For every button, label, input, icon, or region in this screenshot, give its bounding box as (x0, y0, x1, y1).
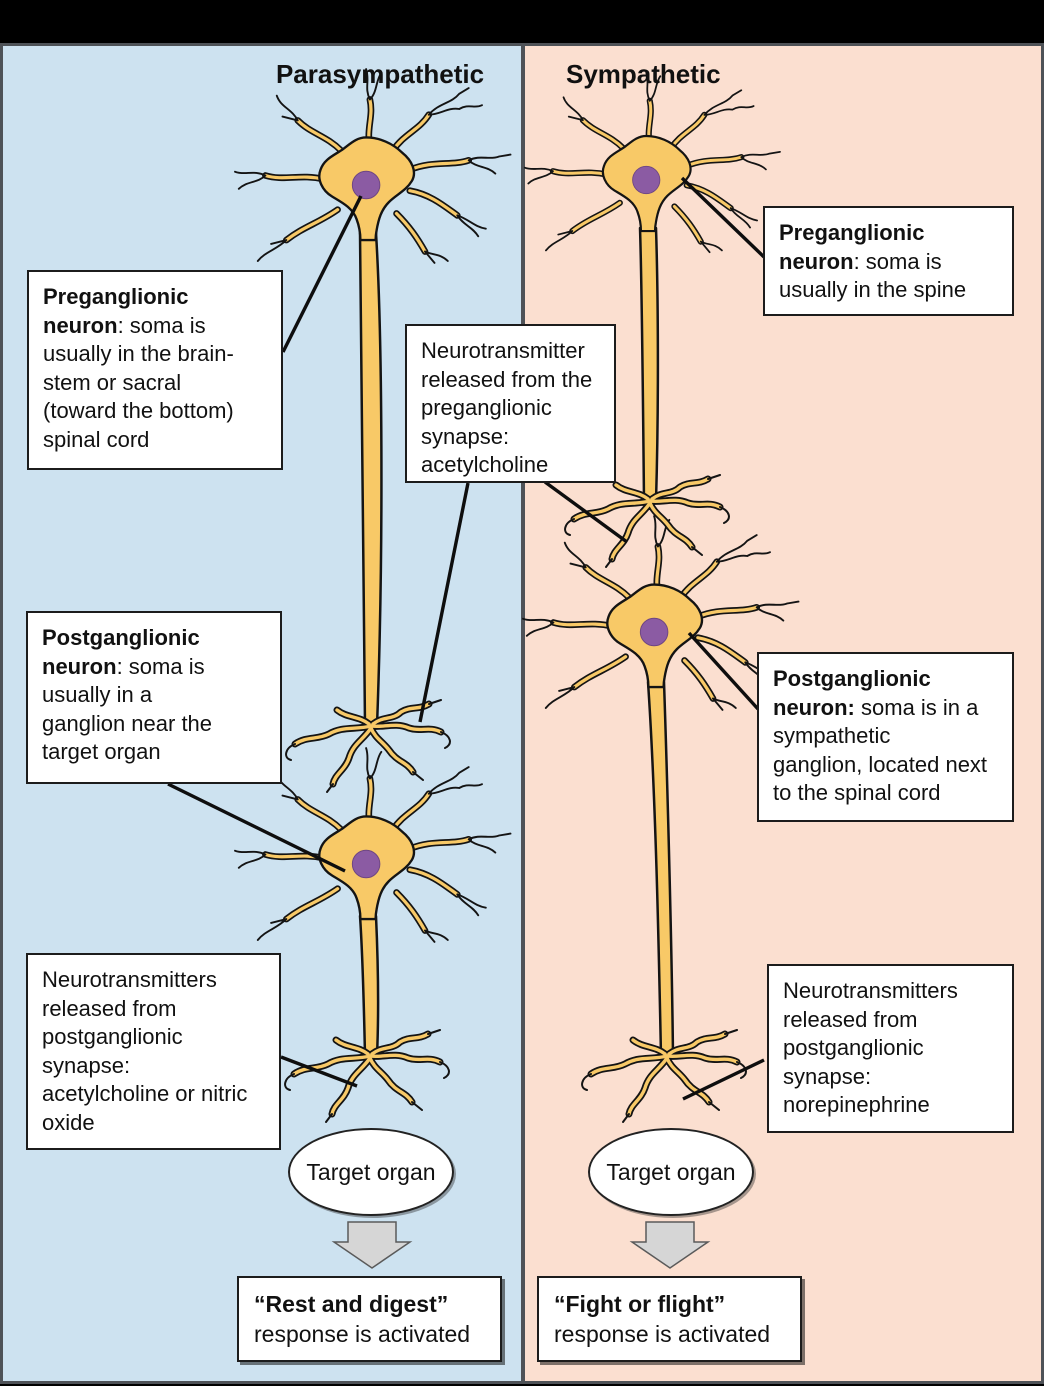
parasympathetic-preganglionic-label: Preganglionic neuron: soma is usually in t… (27, 270, 283, 470)
label-line: usually in the spine (779, 277, 967, 302)
axon (358, 231, 383, 728)
label-line: Neurotransmitters (783, 978, 958, 1003)
label-line: released from (42, 995, 177, 1021)
nucleus (351, 849, 381, 879)
label-line: Neurotransmitters (42, 967, 217, 992)
label-line: stem or sacral (43, 369, 182, 395)
label-line: to the spinal cord (773, 780, 941, 805)
label-line: postganglionic (783, 1035, 924, 1060)
label-line: released from (783, 1006, 918, 1032)
axon (638, 226, 660, 503)
panel-divider (521, 46, 525, 1383)
label-line: target organ (42, 739, 161, 764)
label-line: postganglionic (42, 1024, 183, 1049)
leader-line (682, 1058, 765, 1101)
leader-line (418, 482, 470, 723)
sympathetic-postganglionic-label: Postganglionic neuron: soma is in a sympat… (757, 652, 1014, 822)
label-line: spinal cord (43, 426, 150, 452)
nucleus (351, 170, 381, 200)
down-arrow (331, 1221, 413, 1269)
leader-line (167, 782, 346, 873)
axon (646, 680, 675, 1058)
label-line: Postganglionic (42, 625, 200, 650)
down-arrow (629, 1221, 711, 1269)
nucleus (632, 165, 661, 195)
sympathetic-preganglionic-label: Preganglionic neuron: soma is usually in t… (763, 206, 1014, 316)
label-line: neuron: soma is (43, 312, 206, 338)
label-line: synapse: (783, 1063, 872, 1089)
label-line: usually in a (42, 682, 153, 707)
label-line: ganglion near the (42, 710, 213, 736)
label-line: Neurotransmitter (421, 338, 585, 363)
label-line: ganglion, located next (773, 751, 988, 777)
label-line: neuron: soma is (42, 653, 205, 679)
label-line: sympathetic (773, 723, 891, 748)
label-line: neuron: soma is in a (773, 694, 979, 720)
leader-line (680, 176, 766, 259)
target-organ-label: Target organ (306, 1158, 436, 1185)
target-organ-label: Target organ (606, 1158, 736, 1185)
label-line: usually in the brain- (43, 341, 234, 366)
fight-or-flight-response-box: “Fight or flight” response is activated (537, 1276, 802, 1362)
label-line: Postganglionic (773, 666, 931, 691)
parasympathetic-postganglionic-label: Postganglionic neuron: soma is usually in … (26, 611, 282, 784)
label-line: (toward the bottom) (43, 398, 234, 423)
label-line: acetylcholine (421, 452, 549, 477)
label-line: acetylcholine or nitric (42, 1081, 248, 1106)
preganglionic-neurotransmitter-label: Neurotransmitter released from the pregang… (405, 324, 616, 483)
label-line: oxide (42, 1109, 95, 1135)
label-line: “Fight or flight” (554, 1291, 726, 1317)
sympathetic-preganglionic-neuron (525, 73, 780, 253)
label-line: released from the (421, 366, 593, 392)
label-line: synapse: (42, 1052, 131, 1078)
label-line: Preganglionic (43, 284, 189, 309)
parasympathetic-title: Parasympathetic (275, 59, 485, 89)
rest-and-digest-response-box: “Rest and digest” response is activated (237, 1276, 502, 1362)
leader-line (687, 631, 760, 711)
label-line: response is activated (254, 1321, 471, 1347)
label-line: response is activated (554, 1321, 771, 1347)
nucleus (639, 617, 669, 647)
parasympathetic-neurotransmitters-label: Neurotransmitters released from postgangli… (26, 953, 281, 1150)
label-line: Preganglionic (779, 220, 925, 245)
target-organ-sympathetic: Target organ (588, 1128, 754, 1216)
target-organ-parasympathetic: Target organ (288, 1128, 454, 1216)
sympathetic-postganglionic-neuron (523, 516, 799, 710)
sympathetic-neurotransmitters-label: Neurotransmitters released from postgangli… (767, 964, 1014, 1133)
label-line: norepinephrine (783, 1092, 930, 1117)
parasympathetic-postganglionic-neuron (235, 748, 511, 942)
leader-line (281, 195, 363, 353)
parasympathetic-preganglionic-neuron (235, 69, 511, 263)
leader-line (280, 1055, 358, 1088)
label-line: neuron: soma is (779, 248, 942, 274)
label-line: synapse: (421, 423, 510, 449)
label-line: “Rest and digest” (254, 1291, 449, 1317)
leader-line (543, 480, 629, 544)
label-line: preganglionic (421, 395, 552, 420)
axon (358, 914, 380, 1058)
sympathetic-title: Sympathetic (566, 59, 721, 89)
